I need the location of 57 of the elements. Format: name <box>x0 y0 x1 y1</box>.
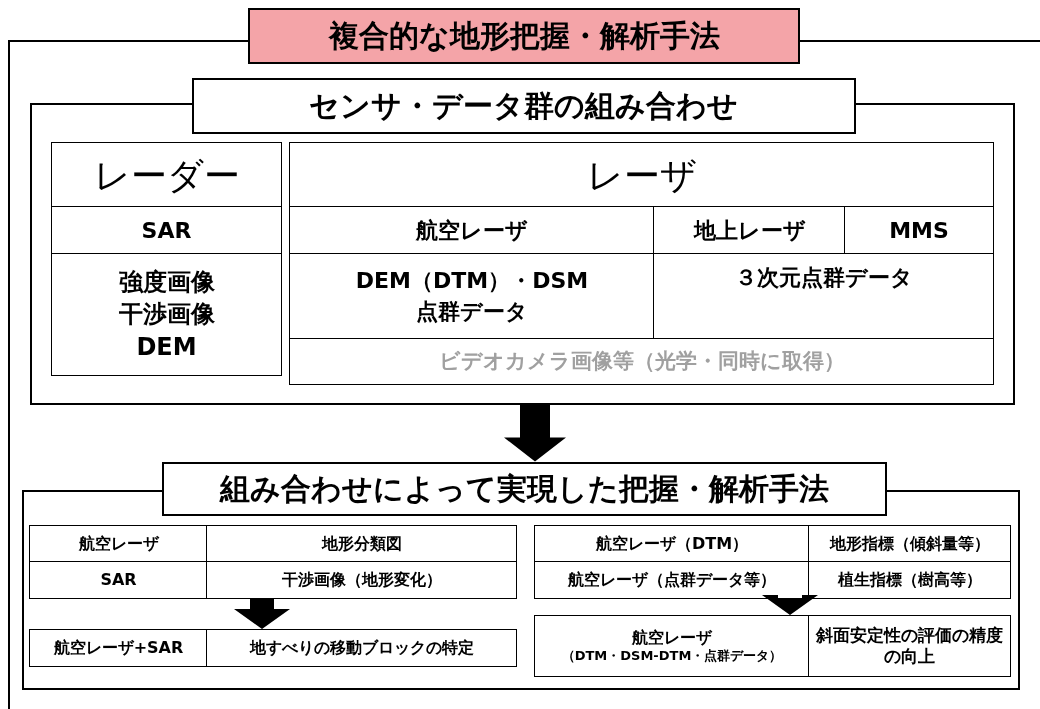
cell-text: 航空レーザ（DTM） <box>595 534 749 554</box>
cell-text: レーダー <box>93 153 240 198</box>
table-cell <box>808 615 1011 677</box>
table-cell <box>534 615 810 677</box>
table-cell <box>653 253 994 340</box>
cell-text: 点群データ <box>416 297 528 326</box>
block-arrow <box>762 595 818 615</box>
panel-heading <box>191 77 856 134</box>
panel-heading <box>248 8 800 64</box>
block-arrow <box>504 404 566 462</box>
cell-text: 地すべりの移動ブロックの特定 <box>249 638 474 658</box>
table-cell <box>653 206 846 255</box>
cell-text: MMS <box>889 216 949 245</box>
table-cell <box>206 525 517 563</box>
table-cell <box>29 525 208 563</box>
table-cell <box>289 142 994 208</box>
cell-text: 航空レーザ+SAR <box>53 638 184 658</box>
cell-text: ３次元点群データ <box>734 264 913 292</box>
cell-text: 地上レーザ <box>693 216 806 245</box>
cell-text: 航空レーザ（点群データ等） <box>568 570 776 590</box>
cell-text: （DTM・DSM-DTM・点群データ） <box>561 647 783 665</box>
cell-text: 植生指標（樹高等） <box>837 570 982 590</box>
cell-text: DEM（DTM）・DSM <box>355 266 589 295</box>
table-cell <box>29 629 208 667</box>
cell-text: SAR <box>100 570 137 590</box>
cell-text: 航空レーザ <box>416 216 528 245</box>
table-cell <box>206 561 517 599</box>
cell-text: ビデオカメラ画像等（光学・同時に取得） <box>438 348 845 375</box>
table-cell <box>51 253 282 376</box>
cell-text: レーザ <box>586 153 697 198</box>
table-cell <box>289 253 655 340</box>
table-cell <box>289 206 655 255</box>
heading-text: センサ・データ群の組み合わせ <box>309 86 738 125</box>
cell-text: SAR <box>141 216 192 245</box>
cell-text: 航空レーザ <box>78 534 159 554</box>
heading-text: 組み合わせによって実現した把握・解析手法 <box>219 469 829 508</box>
cell-text: 地形指標（傾斜量等） <box>829 534 990 554</box>
cell-text: 斜面安定性の評価の精度の向上 <box>814 624 1004 668</box>
table-cell <box>51 142 282 208</box>
cell-text: 強度画像 <box>118 266 215 298</box>
table-cell <box>534 561 810 599</box>
table-cell <box>206 629 517 667</box>
table-cell <box>808 525 1011 563</box>
cell-text: 干渉画像（地形変化） <box>281 570 442 590</box>
cell-text: 干渉画像 <box>118 299 215 331</box>
table-cell <box>844 206 994 255</box>
table-cell <box>289 338 994 385</box>
heading-text: 複合的な地形把握・解析手法 <box>328 17 720 55</box>
block-arrow <box>234 599 290 629</box>
table-cell <box>51 206 282 255</box>
table-cell <box>534 525 810 563</box>
cell-text: 地形分類図 <box>321 534 402 554</box>
panel-heading <box>161 461 887 516</box>
table-cell <box>29 561 208 599</box>
cell-text: DEM <box>136 331 197 363</box>
table-cell <box>808 561 1011 599</box>
cell-text: 航空レーザ <box>632 627 712 648</box>
